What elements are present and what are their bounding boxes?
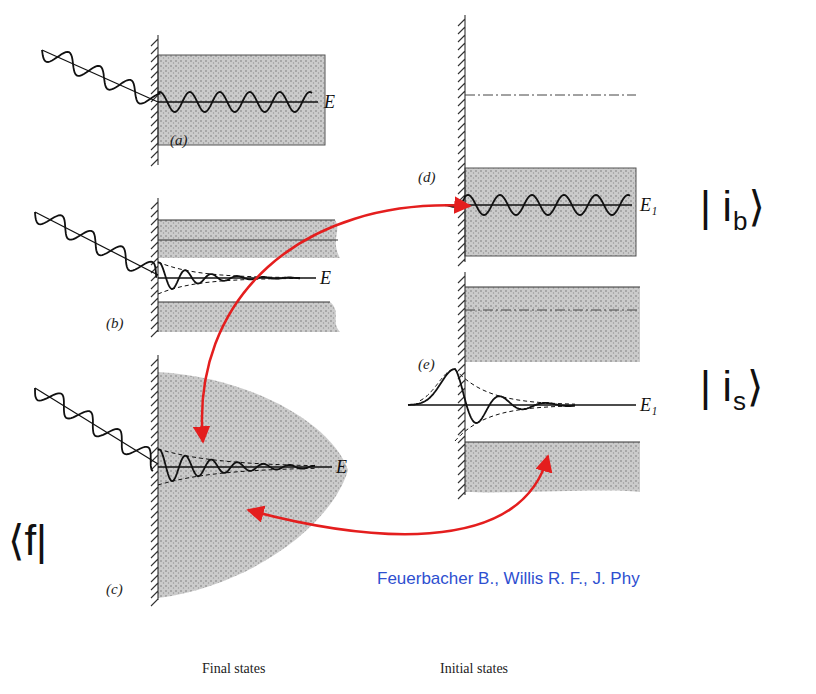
wave-stroke: [158, 449, 315, 481]
wave-stroke: [35, 388, 153, 471]
wave-stroke: [158, 92, 312, 112]
axis-caption: Final states: [202, 662, 265, 676]
axis-caption: Initial states: [440, 662, 508, 676]
wave-stroke: [35, 212, 156, 278]
transition-arrow: [202, 205, 470, 442]
wave-stroke: [158, 449, 315, 466]
panel-letter: (a): [170, 133, 188, 148]
wave-stroke: [420, 369, 455, 401]
transition-arrow: [248, 456, 548, 534]
wave-stroke: [151, 355, 158, 606]
ket-label: | i: [700, 366, 732, 408]
vacuum-level: [465, 95, 636, 96]
energy-label: E₁: [640, 196, 657, 214]
ket-label: ⟩: [747, 366, 763, 408]
wave-stroke: [458, 15, 465, 266]
band: [158, 372, 348, 598]
wave-stroke: [408, 369, 575, 423]
ket-subscript: b: [733, 208, 747, 234]
energy-label: E: [324, 93, 335, 111]
band: [465, 168, 636, 256]
wave-stroke: [158, 278, 300, 294]
wave-stroke: [408, 404, 636, 405]
ket-label: ⟩: [748, 186, 764, 228]
energy-label: E: [320, 269, 331, 287]
wave-stroke: [158, 263, 300, 290]
wave-stroke: [445, 195, 630, 215]
bra-label: ⟨f|: [8, 520, 47, 562]
energy-label: E: [336, 458, 347, 476]
wave-stroke: [455, 406, 575, 441]
band: [465, 287, 640, 362]
wave-stroke: [158, 468, 315, 485]
band: [158, 220, 340, 258]
energy-label: E₁: [640, 396, 657, 414]
band: [158, 55, 325, 145]
panel-letter: (b): [106, 316, 124, 331]
ket-subscript: s: [733, 388, 746, 414]
wave-stroke: [158, 262, 300, 278]
wave-stroke: [42, 50, 161, 104]
wave-stroke: [455, 369, 575, 404]
citation-text: Feuerbacher B., Willis R. F., J. Phy: [377, 570, 640, 587]
panel-letter: (e): [418, 357, 435, 372]
wave-stroke: [35, 388, 158, 464]
ket-label: | i: [700, 186, 732, 228]
band: [158, 302, 340, 332]
wave-stroke: [42, 50, 158, 102]
band: [465, 442, 640, 492]
panel-letter: (c): [106, 582, 123, 597]
panel-letter: (d): [418, 170, 436, 185]
